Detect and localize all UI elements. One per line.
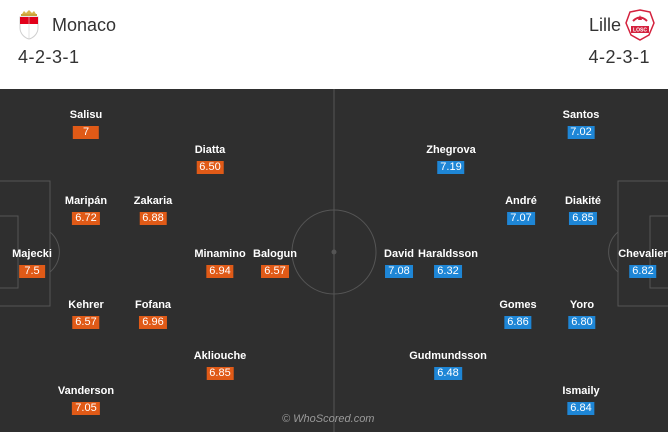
player-name: Yoro (569, 299, 595, 311)
player-name: André (505, 195, 537, 207)
away-player[interactable]: Yoro 6.80 (568, 299, 596, 329)
home-player[interactable]: Minamino 6.94 (194, 248, 246, 278)
player-name: Minamino (194, 248, 246, 260)
player-name: Diatta (194, 144, 226, 156)
player-rating-badge: 6.85 (569, 212, 597, 225)
home-formation: 4-2-3-1 (18, 47, 80, 67)
player-name: Diakité (564, 195, 602, 207)
away-player[interactable]: Zhegrova 7.19 (426, 144, 476, 174)
player-rating-badge: 6.82 (629, 265, 657, 278)
player-rating-badge: 6.84 (567, 402, 595, 415)
player-name: Fofana (134, 299, 172, 311)
away-player[interactable]: Chevalier 6.82 (618, 248, 668, 278)
player-rating-badge: 7.07 (507, 212, 535, 225)
player-rating-badge: 6.57 (261, 265, 289, 278)
away-player[interactable]: Haraldsson 6.32 (418, 248, 478, 278)
home-player[interactable]: Kehrer 6.57 (68, 299, 104, 329)
away-player[interactable]: Santos 7.02 (562, 109, 600, 139)
player-rating-badge: 6.85 (206, 367, 234, 380)
player-rating-badge: 6.72 (72, 212, 100, 225)
player-rating-badge: 7.19 (437, 161, 465, 174)
player-name: Akliouche (193, 350, 247, 362)
player-name: Santos (562, 109, 600, 121)
home-player[interactable]: Akliouche 6.85 (193, 350, 247, 380)
home-player[interactable]: Diatta 6.50 (194, 144, 226, 174)
player-rating-badge: 6.94 (206, 265, 234, 278)
home-player[interactable]: Maripán 6.72 (65, 195, 107, 225)
player-name: Kehrer (68, 299, 104, 311)
player-rating-badge: 6.96 (139, 316, 167, 329)
home-player[interactable]: Vanderson 7.05 (58, 385, 114, 415)
home-player[interactable]: Salisu 7 (70, 109, 102, 139)
player-name: Balogun (253, 248, 297, 260)
home-team-name: Monaco (52, 15, 117, 35)
player-rating-badge: 6.50 (196, 161, 224, 174)
player-name: Vanderson (57, 385, 115, 397)
player-name: Majecki (12, 248, 52, 260)
player-rating-badge: 6.57 (72, 316, 100, 329)
match-header: Monaco 4-2-3-1 Lille 4-2-3-1 LOSC (0, 0, 668, 84)
home-player[interactable]: Majecki 7.5 (12, 248, 52, 278)
pitch (0, 89, 668, 432)
player-rating-badge: 6.80 (568, 316, 596, 329)
svg-text:LOSC: LOSC (633, 28, 647, 34)
player-rating-badge: 7.02 (567, 126, 595, 139)
player-rating-badge: 7.08 (385, 265, 413, 278)
away-player[interactable]: Gudmundsson 6.48 (409, 350, 487, 380)
away-player[interactable]: André 7.07 (505, 195, 537, 225)
player-name: David (384, 248, 414, 260)
player-name: Ismaily (562, 385, 600, 397)
lille-crest-icon: LOSC (625, 9, 655, 46)
player-name: Gudmundsson (409, 350, 487, 362)
player-name: Salisu (69, 109, 103, 121)
watermark: © WhoScored.com (282, 413, 375, 425)
player-rating-badge: 6.88 (139, 212, 167, 225)
home-player[interactable]: Zakaria 6.88 (133, 195, 173, 225)
player-rating-badge: 6.86 (504, 316, 532, 329)
player-rating-badge: 7 (73, 126, 99, 139)
player-rating-badge: 7.05 (72, 402, 100, 415)
player-name: Haraldsson (418, 248, 478, 260)
player-name: Zakaria (133, 195, 173, 207)
player-name: Zhegrova (426, 144, 476, 156)
away-player[interactable]: Gomes 6.86 (499, 299, 537, 329)
player-name: Chevalier (618, 248, 668, 260)
home-player[interactable]: Balogun 6.57 (253, 248, 297, 278)
away-player[interactable]: Ismaily 6.84 (562, 385, 600, 415)
away-formation: 4-2-3-1 (588, 47, 650, 67)
player-rating-badge: 6.48 (434, 367, 462, 380)
player-rating-badge: 6.32 (434, 265, 462, 278)
player-rating-badge: 7.5 (19, 265, 45, 278)
home-player[interactable]: Fofana 6.96 (135, 299, 171, 329)
away-player[interactable]: David 7.08 (384, 248, 414, 278)
away-team-name: Lille (588, 15, 621, 35)
player-name: Maripán (64, 195, 108, 207)
away-player[interactable]: Diakité 6.85 (565, 195, 601, 225)
pitch-lines (0, 89, 668, 432)
player-name: Gomes (499, 299, 537, 311)
monaco-crest-icon (17, 10, 41, 45)
